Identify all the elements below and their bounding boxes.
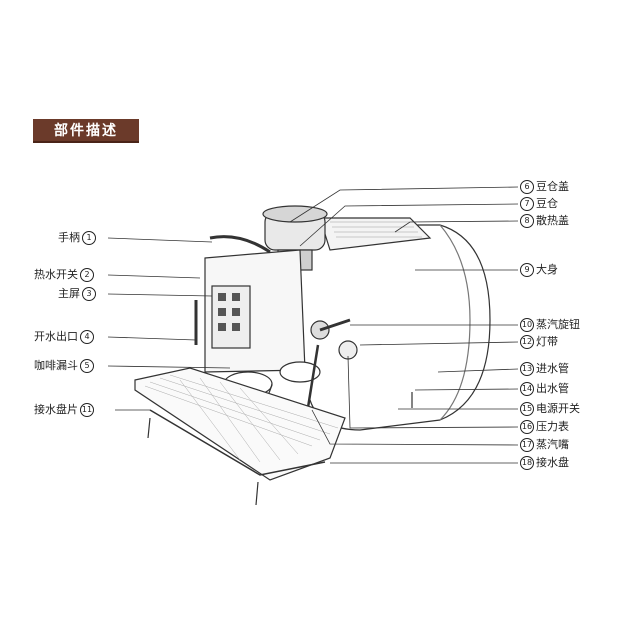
bean-hopper-lid: [262, 205, 328, 223]
label-name: 咖啡漏斗: [34, 359, 78, 372]
screen-buttons: [218, 293, 240, 331]
label-name: 压力表: [536, 420, 569, 433]
steam-knob-arm: [319, 318, 351, 332]
label-number: 15: [520, 402, 534, 416]
vent-grid: [330, 221, 422, 238]
drip-tray-front: [149, 409, 326, 476]
title-underline: [33, 141, 139, 143]
label-name: 蒸汽嘴: [536, 438, 569, 451]
label-name: 大身: [536, 263, 558, 276]
left-leader-lines: [107, 237, 231, 411]
label-name: 接水盘片: [34, 403, 78, 416]
right-leader-lines: [289, 186, 519, 464]
body-end-cap: [439, 224, 471, 421]
vent-cover-outline: [319, 217, 432, 251]
label-number: 9: [520, 263, 534, 277]
label-number: 12: [520, 335, 534, 349]
label-name: 热水开关: [34, 268, 78, 281]
label-number: 2: [80, 268, 94, 282]
label-name: 开水出口: [34, 330, 78, 343]
drip-tray-grid: [144, 374, 339, 463]
label-number: 10: [520, 318, 534, 332]
label-name: 接水盘: [536, 456, 569, 469]
label-number: 17: [520, 438, 534, 452]
label-number: 7: [520, 197, 534, 211]
coffee-cup-right: [279, 361, 321, 383]
label-name: 豆仓: [536, 197, 558, 210]
handle: [209, 235, 271, 254]
label-number: 18: [520, 456, 534, 470]
label-name: 手柄: [58, 231, 80, 244]
label-number: 1: [82, 231, 96, 245]
drip-tray-outline: [134, 367, 346, 481]
label-number: 16: [520, 420, 534, 434]
label-number: 14: [520, 382, 534, 396]
label-number: 11: [80, 403, 94, 417]
label-name: 蒸汽旋钮: [536, 318, 580, 331]
label-name: 进水管: [536, 362, 569, 375]
label-name: 散热盖: [536, 214, 569, 227]
label-name: 主屏: [58, 287, 80, 300]
label-name: 电源开关: [536, 402, 580, 415]
section-title-bar: 部件描述: [33, 119, 139, 141]
label-number: 5: [80, 359, 94, 373]
label-number: 4: [80, 330, 94, 344]
section-title: 部件描述: [54, 123, 118, 139]
label-name: 灯带: [536, 335, 558, 348]
label-number: 6: [520, 180, 534, 194]
main-screen-frame: [211, 285, 251, 349]
label-number: 3: [82, 287, 96, 301]
label-name: 豆仓盖: [536, 180, 569, 193]
foot-front: [255, 481, 259, 506]
label-number: 8: [520, 214, 534, 228]
label-number: 13: [520, 362, 534, 376]
foot-left: [147, 417, 151, 439]
label-name: 出水管: [536, 382, 569, 395]
